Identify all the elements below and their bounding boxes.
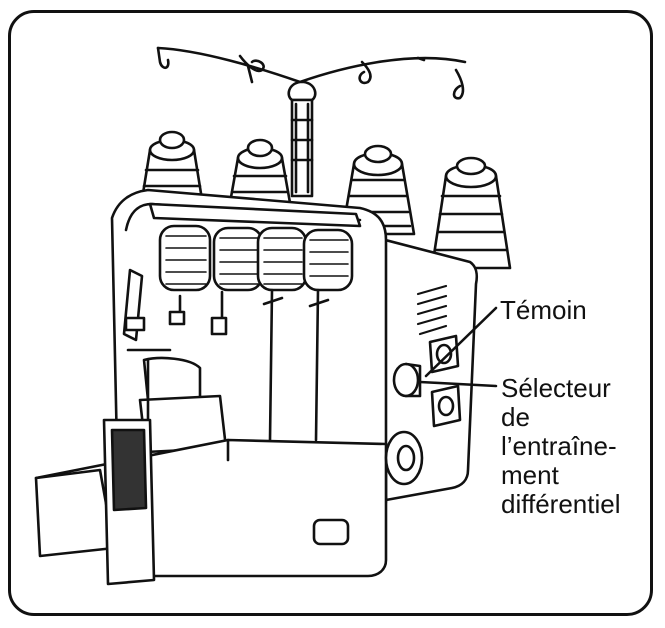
machine-bed [34,438,388,578]
selector-label-line-3: l’entraîne- [501,431,617,461]
threads-front [178,288,330,442]
side-vents [416,284,448,336]
selector-label-line-4: ment [501,460,559,490]
front-panel [122,268,228,352]
looper-cover [102,418,156,586]
differential-feed-selector [392,334,462,428]
selector-label-line-2: de [501,402,530,432]
selector-label-line-1: Sélecteur [501,373,611,403]
thread-cone-4 [430,156,512,270]
handwheel [384,430,424,486]
tension-dials [148,202,362,292]
leader-line-selector [418,380,498,388]
indicator-label: Témoin [500,295,587,325]
selector-label: Sélecteur de l’entraîne- ment différenti… [501,374,621,519]
thread-pole [287,80,317,198]
thread-guide-antenna [156,46,467,100]
needle-arm [138,356,228,462]
leader-line-indicator [424,306,498,378]
selector-label-line-5: différentiel [501,489,621,519]
